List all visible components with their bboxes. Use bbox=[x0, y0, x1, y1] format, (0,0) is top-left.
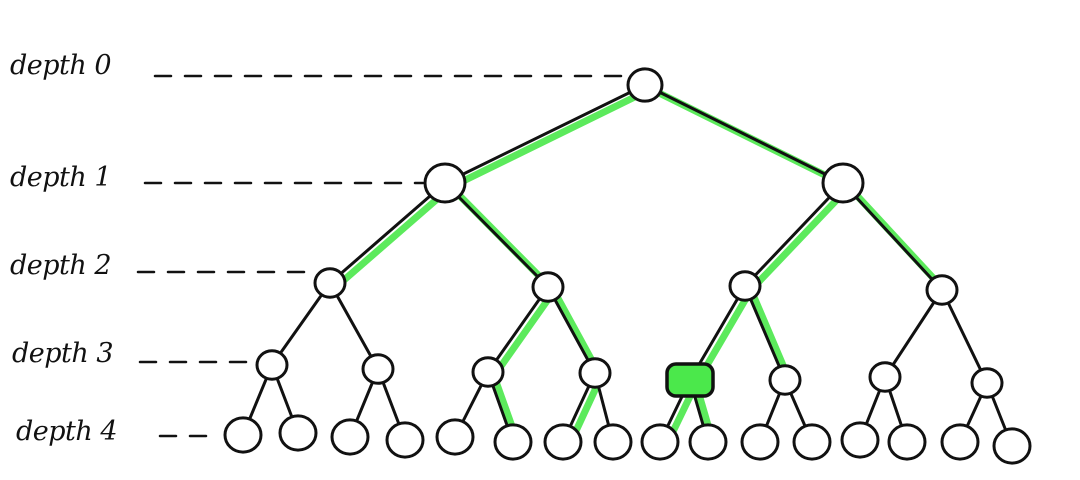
edge-2-1-to-3-2 bbox=[486, 285, 550, 374]
node-depth-4-13 bbox=[887, 423, 927, 461]
node-depth-2-2 bbox=[728, 270, 762, 302]
node-depth-2-3 bbox=[925, 274, 959, 306]
edge-2-3-to-3-6 bbox=[883, 288, 944, 379]
highlight-edge-0-0-to-1-0 bbox=[447, 85, 655, 191]
depth-4-label: depth 4 bbox=[16, 416, 118, 447]
edge-0-0-to-1-0 bbox=[443, 83, 647, 185]
edge-2-1-to-3-3 bbox=[546, 285, 597, 375]
node-depth-1-1 bbox=[821, 162, 865, 204]
node-depth-4-9 bbox=[688, 423, 728, 461]
node-depth-4-3 bbox=[385, 421, 425, 459]
highlight-edge-2-1-to-3-2 bbox=[490, 287, 558, 380]
highlight-edge-1-0-to-2-0 bbox=[332, 183, 455, 291]
edge-2-0-to-3-1 bbox=[328, 281, 380, 371]
node-depth-4-0 bbox=[223, 416, 263, 454]
highlight-edge-1-1-to-2-2 bbox=[747, 183, 853, 294]
node-depth-4-4 bbox=[435, 418, 475, 456]
node-depth-3-6 bbox=[868, 361, 902, 393]
edge-2-0-to-3-0 bbox=[270, 281, 332, 367]
depth-1-label: depth 1 bbox=[10, 162, 112, 193]
edge-2-2-to-3-5 bbox=[743, 284, 787, 382]
node-depth-2-0 bbox=[313, 267, 347, 299]
node-depth-4-1 bbox=[278, 414, 318, 452]
node-depth-4-6 bbox=[543, 423, 583, 461]
node-depth-4-12 bbox=[840, 421, 880, 459]
node-depth-4-8 bbox=[640, 423, 680, 461]
node-depth-3-3 bbox=[578, 357, 612, 389]
depth-0-label: depth 0 bbox=[10, 50, 112, 81]
depth-2-label: depth 2 bbox=[10, 250, 112, 281]
edge-2-3-to-3-7 bbox=[940, 288, 989, 385]
highlight-edge-1-1-to-2-3 bbox=[845, 183, 952, 298]
node-depth-0-0 bbox=[626, 67, 664, 103]
node-depth-4-5 bbox=[493, 423, 533, 461]
node-depth-2-1 bbox=[531, 271, 565, 303]
node-depth-3-1 bbox=[361, 353, 395, 385]
edge-1-1-to-2-3 bbox=[841, 181, 944, 292]
node-depth-4-7 bbox=[593, 423, 633, 461]
selected-node bbox=[665, 362, 715, 398]
node-depth-3-5 bbox=[768, 364, 802, 396]
node-depth-4-15 bbox=[992, 427, 1032, 465]
node-depth-4-2 bbox=[330, 418, 370, 456]
edge-1-0-to-2-1 bbox=[443, 181, 550, 289]
node-depth-3-0 bbox=[255, 349, 289, 381]
edge-1-1-to-2-2 bbox=[743, 181, 845, 288]
node-depth-4-10 bbox=[740, 423, 780, 461]
edge-1-0-to-2-0 bbox=[328, 181, 447, 285]
node-depth-4-14 bbox=[940, 423, 980, 461]
edge-0-0-to-1-1 bbox=[643, 83, 845, 185]
node-depth-3-2 bbox=[471, 356, 505, 388]
node-depth-3-7 bbox=[970, 367, 1004, 399]
node-depth-4-11 bbox=[792, 423, 832, 461]
node-depth-1-0 bbox=[423, 162, 467, 204]
depth-3-label: depth 3 bbox=[12, 338, 114, 369]
